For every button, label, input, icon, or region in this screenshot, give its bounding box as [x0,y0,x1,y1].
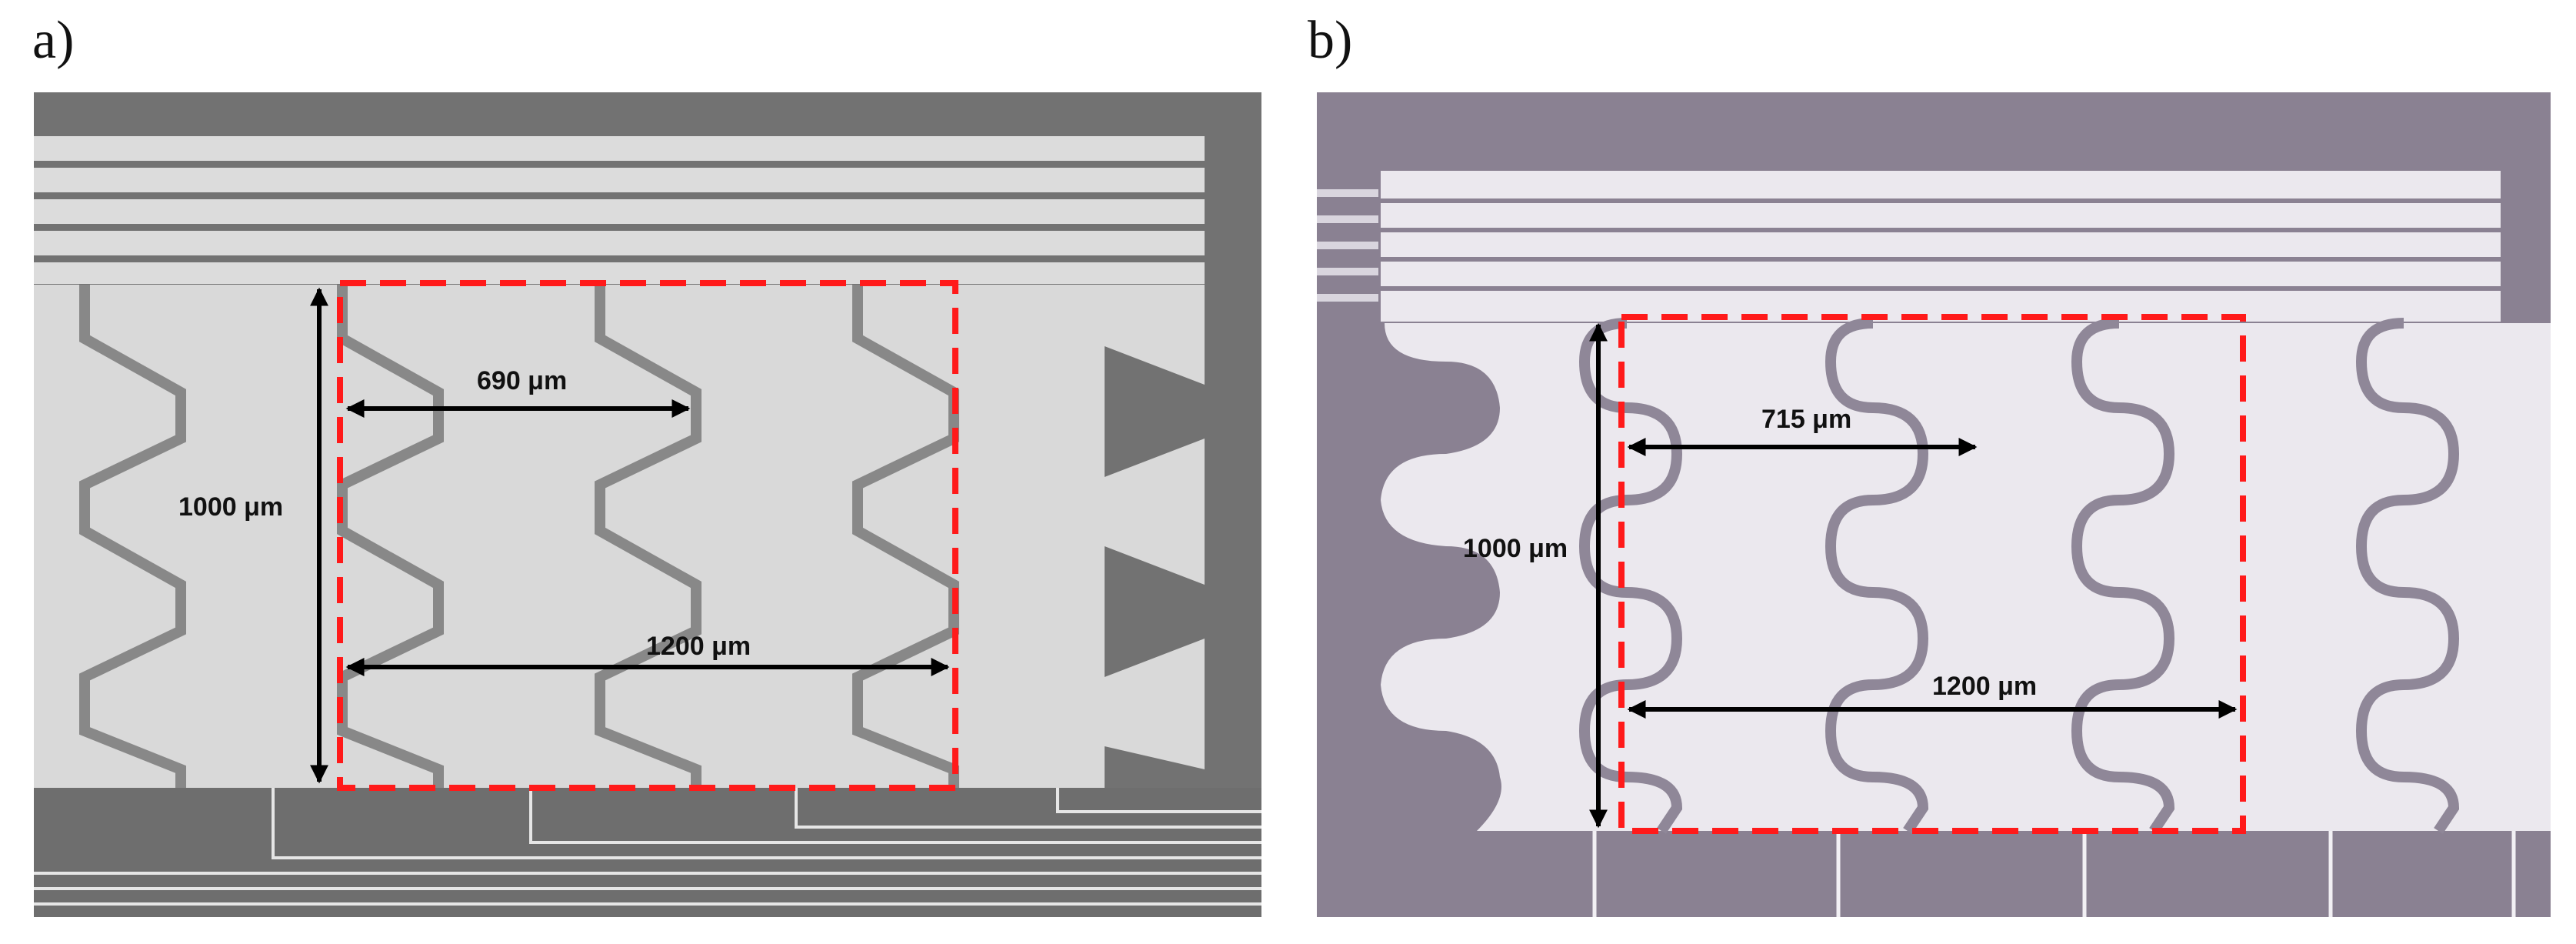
panel-a-teeth [1105,346,1205,788]
panel-b-width-label: 715 μm [1761,405,1851,434]
panel-b-letter: b) [1308,11,1353,70]
panel-b-bottom-gaps [1592,831,2516,917]
panel-a-dimension-arrows [310,287,950,784]
panel-b-unit-cell-box [1618,314,2246,834]
panel-a-letter: a) [32,11,75,70]
panel-b-height-label: 1000 μm [1463,534,1568,563]
panel-a-micrograph [34,92,1261,917]
panel-b-micrograph [1317,92,2551,917]
panel-a-period-label: 1200 μm [646,632,751,661]
panel-b-period-label: 1200 μm [1932,672,2037,701]
panel-a-width-label: 690 μm [477,366,567,395]
panel-a-bus-lines [34,136,1205,284]
panel-a-height-label: 1000 μm [178,492,283,522]
panel-a-zigzag-springs [79,285,959,788]
panel-b-dimension-arrows [1589,322,2238,829]
panel-a-bottom-traces [34,788,1261,906]
panel-a-membrane [34,285,1105,788]
panel-b-bus-lines [1381,171,2501,322]
